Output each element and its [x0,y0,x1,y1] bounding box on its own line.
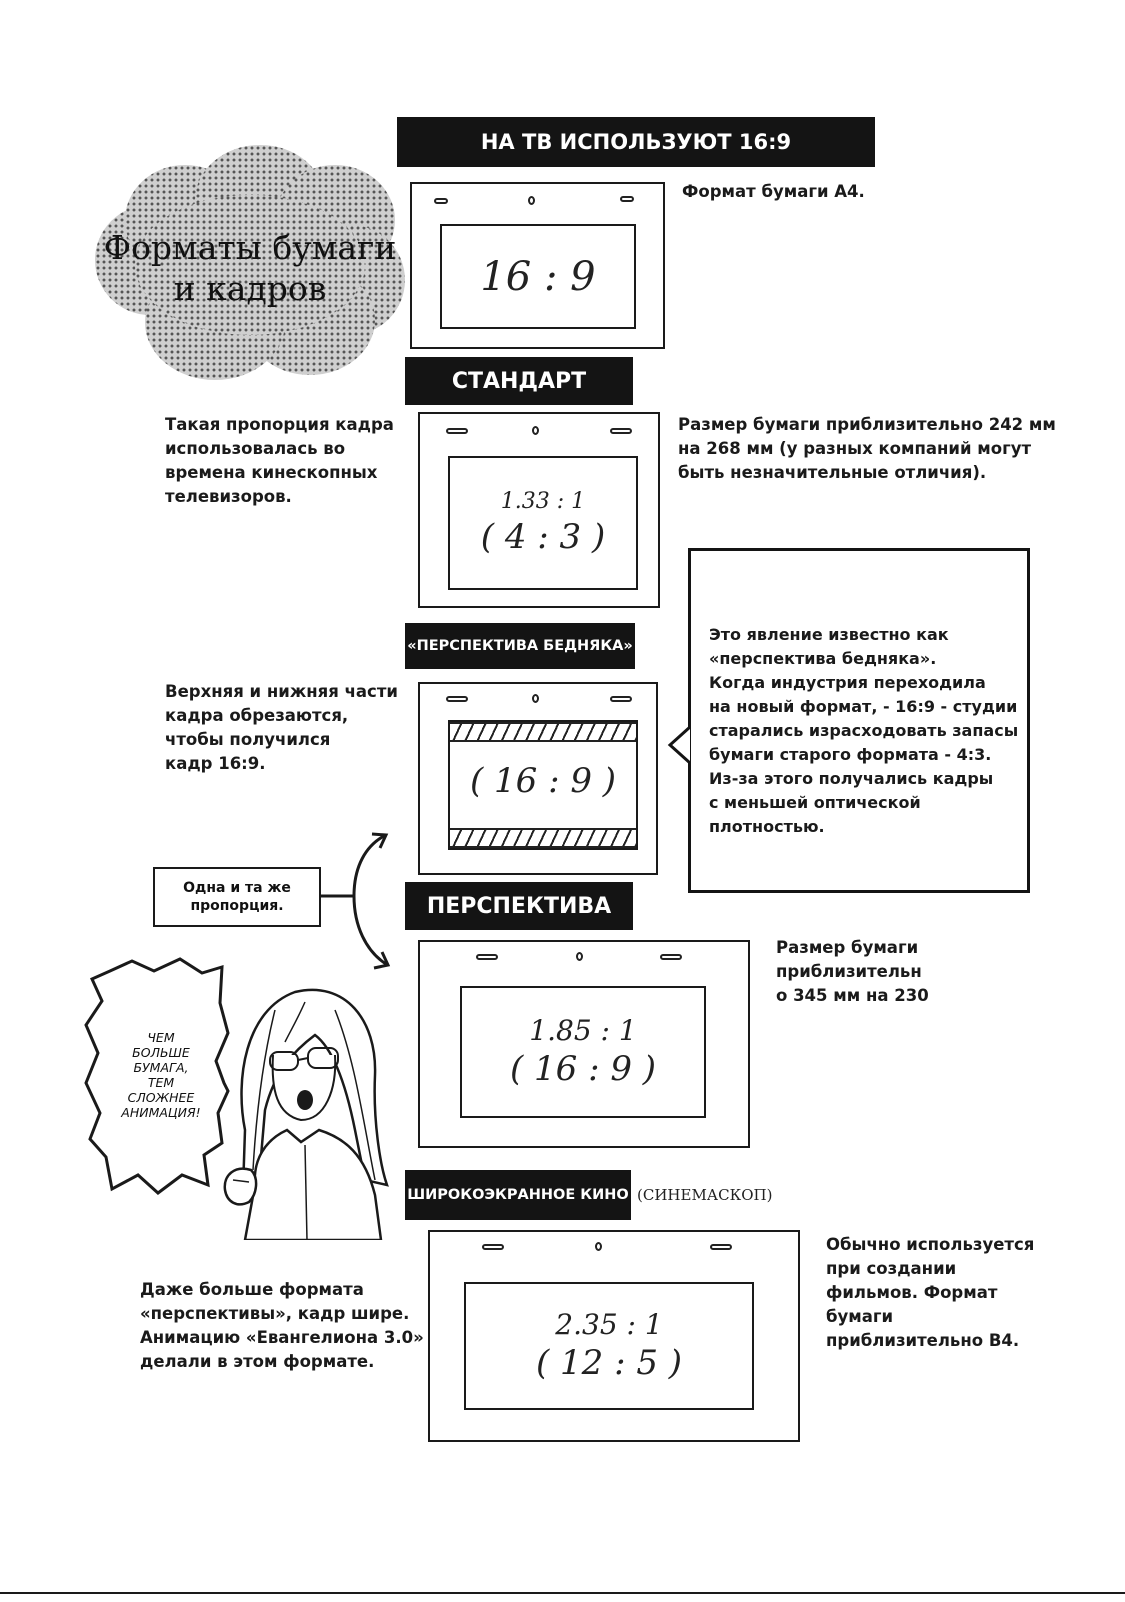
poor-banner: «ПЕРСПЕКТИВА БЕДНЯКА» [405,623,635,669]
poor-callout-text: Это явление известно как«перспектива бед… [709,623,1027,839]
tv-banner: НА ТВ ИСПОЛЬЗУЮТ 16:9 [397,117,875,167]
frame-poor: ( 16 : 9 ) [448,720,638,850]
same-ratio-arrows [320,826,400,976]
page-bottom-rule [0,1592,1125,1594]
sheet-cinemascope: 2.35 : 1 ( 12 : 5 ) [428,1230,800,1442]
ratio-standard-line1: 1.33 : 1 [501,488,585,516]
cinemascope-banner: ШИРОКОЭКРАННОЕ КИНО [405,1170,631,1220]
sheet-perspective: 1.85 : 1 ( 16 : 9 ) [418,940,750,1148]
cinemascope-left-text: Даже больше формата«перспективы», кадр ш… [140,1278,424,1374]
ratio-perspective-line2: ( 16 : 9 ) [510,1048,656,1091]
frame-a4: 16 : 9 [440,224,636,329]
ratio-a4: 16 : 9 [480,252,595,302]
a4-note: Формат бумаги А4. [682,180,865,204]
title-cloud: Форматы бумаги и кадров [85,145,415,385]
ratio-poor: ( 16 : 9 ) [450,760,636,803]
crop-hatch-top [450,722,636,742]
crop-hatch-bottom [450,828,636,848]
title-line-1: Форматы бумаги [85,227,415,268]
title-line-2: и кадров [85,268,415,309]
callout-pointer [666,725,692,765]
frame-cinemascope: 2.35 : 1 ( 12 : 5 ) [464,1282,754,1410]
ratio-cinemascope-line2: ( 12 : 5 ) [536,1342,682,1385]
frame-standard: 1.33 : 1 ( 4 : 3 ) [448,456,638,590]
sheet-a4: 16 : 9 [410,182,665,349]
cinemascope-header: ШИРОКОЭКРАННОЕ КИНО (СИНЕМАСКОП) [405,1170,772,1220]
perspective-banner: ПЕРСПЕКТИВА [405,882,633,930]
standard-banner: СТАНДАРТ [405,357,633,405]
sheet-poor: ( 16 : 9 ) [418,682,658,875]
cinemascope-suffix: (СИНЕМАСКОП) [637,1186,772,1205]
poor-callout-box: Это явление известно как«перспектива бед… [688,548,1030,893]
ratio-standard-line2: ( 4 : 3 ) [481,516,605,559]
character-illustration [215,980,400,1240]
ratio-perspective-line1: 1.85 : 1 [529,1013,636,1048]
ratio-cinemascope-line1: 2.35 : 1 [555,1307,662,1342]
frame-perspective: 1.85 : 1 ( 16 : 9 ) [460,986,706,1118]
sheet-standard: 1.33 : 1 ( 4 : 3 ) [418,412,660,608]
